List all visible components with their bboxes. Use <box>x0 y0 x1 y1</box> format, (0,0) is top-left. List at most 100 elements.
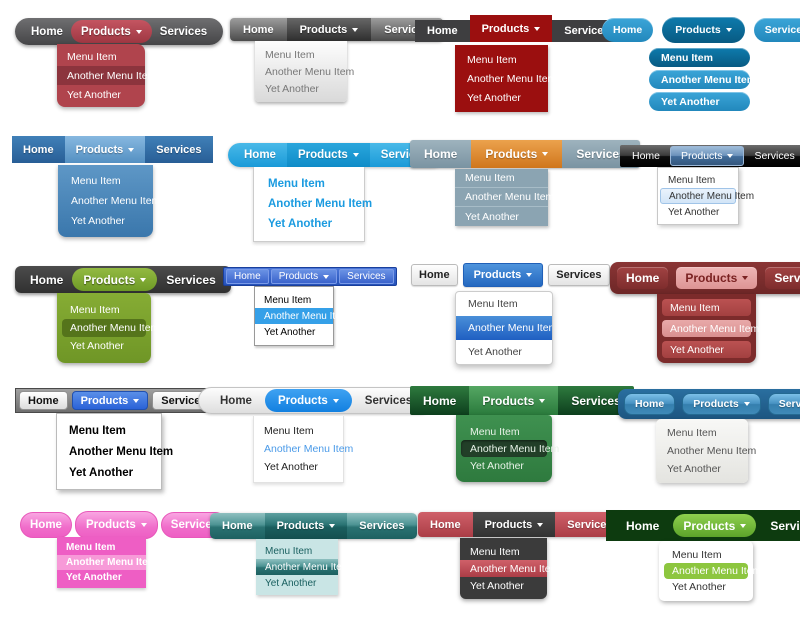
dropdown-item-highlighted[interactable]: Another Menu Item <box>662 320 759 337</box>
nav-products[interactable]: Products <box>670 146 745 166</box>
dropdown-item[interactable]: Yet Another <box>71 215 125 227</box>
nav-home[interactable]: Home <box>626 518 660 533</box>
dropdown-item[interactable]: Another Menu Item <box>467 72 557 85</box>
nav-products[interactable]: Products <box>264 513 348 539</box>
nav-services[interactable]: Services <box>770 518 800 533</box>
nav-home[interactable]: Home <box>430 518 461 531</box>
nav-home[interactable]: Home <box>31 25 63 38</box>
dropdown-item[interactable]: Another Menu Item <box>71 195 161 207</box>
nav-products[interactable]: Products <box>682 393 761 415</box>
dropdown-item[interactable]: Menu Item <box>668 174 716 186</box>
nav-services[interactable]: Services <box>567 518 613 531</box>
dropdown-item[interactable]: Menu Item <box>470 425 520 438</box>
nav-home[interactable]: Home <box>423 393 457 408</box>
dropdown-item[interactable]: Menu Item <box>66 542 116 553</box>
dropdown-item[interactable]: Menu Item <box>67 50 117 63</box>
nav-home[interactable]: Home <box>30 272 64 287</box>
dropdown-item[interactable]: Yet Another <box>468 346 522 358</box>
nav-products[interactable]: Products <box>64 136 146 163</box>
nav-services[interactable]: Services <box>339 269 394 284</box>
nav-home[interactable]: Home <box>222 520 253 532</box>
nav-home[interactable]: Home <box>19 391 68 410</box>
nav-products[interactable]: Products <box>676 267 758 289</box>
dropdown-item[interactable]: Yet Another <box>70 340 124 352</box>
dropdown-item[interactable]: Yet Another <box>668 206 720 218</box>
dropdown-item-highlighted[interactable]: Another Menu Item <box>660 188 754 204</box>
dropdown-item[interactable]: Menu Item <box>470 545 520 558</box>
dropdown-item[interactable]: Yet Another <box>467 91 521 104</box>
nav-products[interactable]: Products <box>70 20 152 43</box>
nav-home[interactable]: Home <box>226 269 269 284</box>
nav-products[interactable]: Products <box>286 18 372 41</box>
dropdown-item[interactable]: Yet Another <box>69 466 134 479</box>
dropdown-item[interactable]: Yet Another <box>662 341 751 358</box>
nav-services[interactable]: Services <box>364 394 413 407</box>
dropdown-item[interactable]: Menu Item <box>265 545 313 557</box>
nav-services[interactable]: Services <box>576 147 626 161</box>
nav-products[interactable]: Products <box>469 15 553 42</box>
nav-services[interactable]: Services <box>159 25 208 38</box>
nav-services[interactable]: Services <box>754 150 795 162</box>
dropdown-item-highlighted[interactable]: Another Menu Item <box>57 555 157 570</box>
nav-products[interactable]: Products <box>471 140 563 168</box>
dropdown-item[interactable]: Menu Item <box>71 175 121 187</box>
dropdown-item-highlighted[interactable]: Another Menu Item <box>460 560 559 577</box>
dropdown-item[interactable]: Menu Item <box>264 294 312 306</box>
dropdown-item[interactable]: Yet Another <box>470 579 524 592</box>
dropdown-item[interactable]: Another Menu Item <box>265 65 355 78</box>
nav-services[interactable]: Services <box>767 393 800 415</box>
dropdown-item[interactable]: Yet Another <box>667 463 721 475</box>
nav-home[interactable]: Home <box>20 512 72 538</box>
dropdown-item-highlighted[interactable]: Another Menu Item <box>255 308 349 324</box>
nav-home[interactable]: Home <box>602 18 654 42</box>
dropdown-item[interactable]: Another Menu Item <box>667 445 757 457</box>
dropdown-item[interactable]: Menu Item <box>455 169 548 188</box>
nav-services[interactable]: Services <box>564 25 610 37</box>
dropdown-item[interactable]: Yet Another <box>268 218 333 230</box>
dropdown-item[interactable]: Another Menu Item <box>455 188 554 207</box>
nav-home[interactable]: Home <box>220 394 252 407</box>
nav-products[interactable]: Products <box>469 386 559 415</box>
dropdown-item[interactable]: Yet Another <box>264 461 318 473</box>
dropdown-item[interactable]: Menu Item <box>264 425 314 437</box>
nav-products[interactable]: Products <box>673 514 757 537</box>
dropdown-item[interactable]: Menu Item <box>468 298 518 310</box>
dropdown-item[interactable]: Another Menu Item <box>268 198 373 210</box>
nav-services[interactable]: Services <box>571 393 621 408</box>
nav-home[interactable]: Home <box>244 149 276 161</box>
nav-home[interactable]: Home <box>624 393 676 415</box>
dropdown-item[interactable]: Menu Item <box>268 178 325 190</box>
dropdown-item[interactable]: Yet Another <box>672 581 726 593</box>
dropdown-item[interactable]: Yet Another <box>649 92 750 111</box>
dropdown-item[interactable]: Another Menu Item <box>69 445 174 458</box>
dropdown-item[interactable]: Menu Item <box>69 424 126 437</box>
dropdown-item-highlighted[interactable]: Menu Item <box>649 48 750 67</box>
dropdown-item[interactable]: Menu Item <box>467 53 517 66</box>
nav-home[interactable]: Home <box>411 264 458 286</box>
dropdown-item[interactable]: Another Menu Item <box>649 70 756 89</box>
dropdown-item-highlighted[interactable]: Another Menu Item <box>62 319 159 337</box>
dropdown-item[interactable]: Menu Item <box>667 427 717 439</box>
nav-products[interactable]: Products <box>264 389 352 412</box>
dropdown-item[interactable]: Yet Another <box>265 577 317 589</box>
nav-home[interactable]: Home <box>427 25 458 37</box>
dropdown-item-highlighted[interactable]: Another Menu Item <box>57 66 156 85</box>
dropdown-item[interactable]: Yet Another <box>66 572 122 583</box>
nav-services[interactable]: Services <box>166 272 216 287</box>
dropdown-item-highlighted[interactable]: Another Menu Item <box>256 559 350 575</box>
dropdown-item-highlighted[interactable]: Another Menu Item <box>664 563 761 579</box>
dropdown-item[interactable]: Yet Another <box>264 326 316 338</box>
nav-products[interactable]: Products <box>72 268 158 291</box>
dropdown-item[interactable]: Menu Item <box>672 549 722 561</box>
dropdown-item[interactable]: Menu Item <box>265 48 315 61</box>
nav-products[interactable]: Products <box>74 511 158 539</box>
dropdown-item[interactable]: Yet Another <box>470 459 524 472</box>
nav-home[interactable]: Home <box>23 143 54 156</box>
nav-products[interactable]: Products <box>286 143 370 167</box>
dropdown-item[interactable]: Yet Another <box>67 88 121 101</box>
nav-services[interactable]: Services <box>765 267 800 289</box>
nav-products[interactable]: Products <box>472 512 556 537</box>
dropdown-item[interactable]: Yet Another <box>465 210 519 223</box>
nav-products[interactable]: Products <box>462 263 544 287</box>
nav-home[interactable]: Home <box>243 23 274 36</box>
